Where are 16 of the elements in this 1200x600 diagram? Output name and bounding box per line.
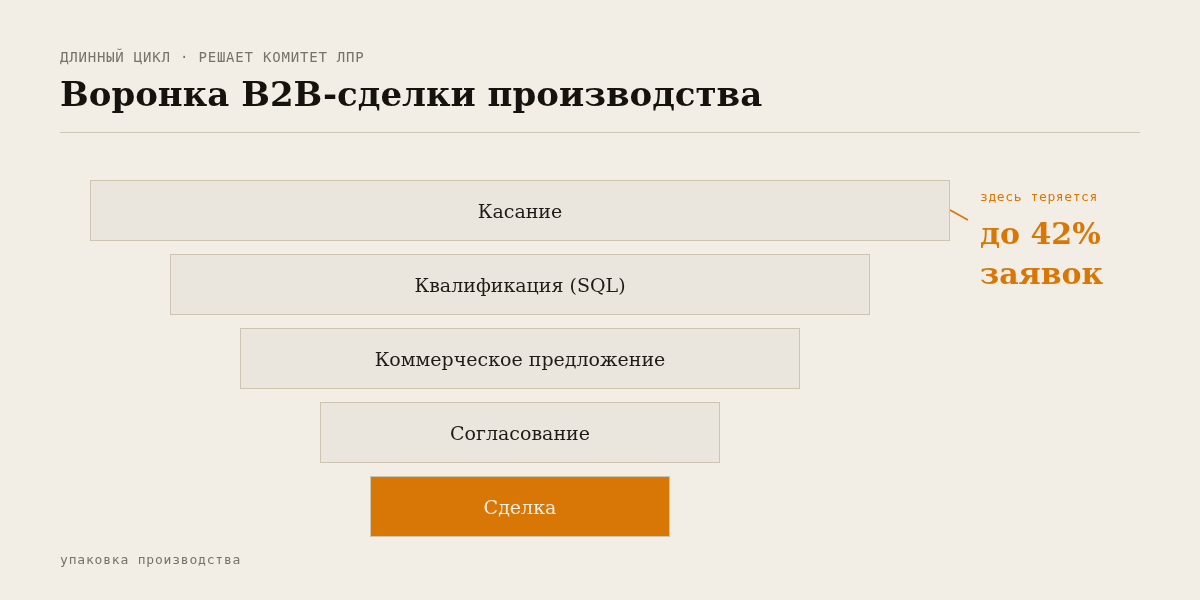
funnel-stage-bar — [320, 402, 720, 463]
title: Воронка B2B-сделки производства — [60, 73, 763, 116]
final-stage-bar — [370, 476, 670, 537]
funnel-stage-bar — [90, 180, 950, 241]
funnel-stage-bar — [170, 254, 870, 315]
leader-line — [949, 209, 969, 221]
stage-label: Коммерческое предложение — [374, 347, 666, 370]
stage-label: Сделка — [483, 495, 557, 518]
callout-caption: здесь теряется — [980, 189, 1098, 205]
callout-figure: до 42% заявок — [980, 215, 1105, 293]
stage-label: Касание — [477, 199, 563, 222]
footer-text: упаковка производства — [60, 551, 242, 569]
stage-label: Согласование — [450, 421, 590, 444]
stage-label: Квалификация (SQL) — [414, 273, 626, 296]
funnel-stage-bar — [240, 328, 800, 389]
kicker-text: ДЛИННЫЙ ЦИКЛ · РЕШАЕТ КОМИТЕТ ЛПР — [60, 48, 365, 66]
